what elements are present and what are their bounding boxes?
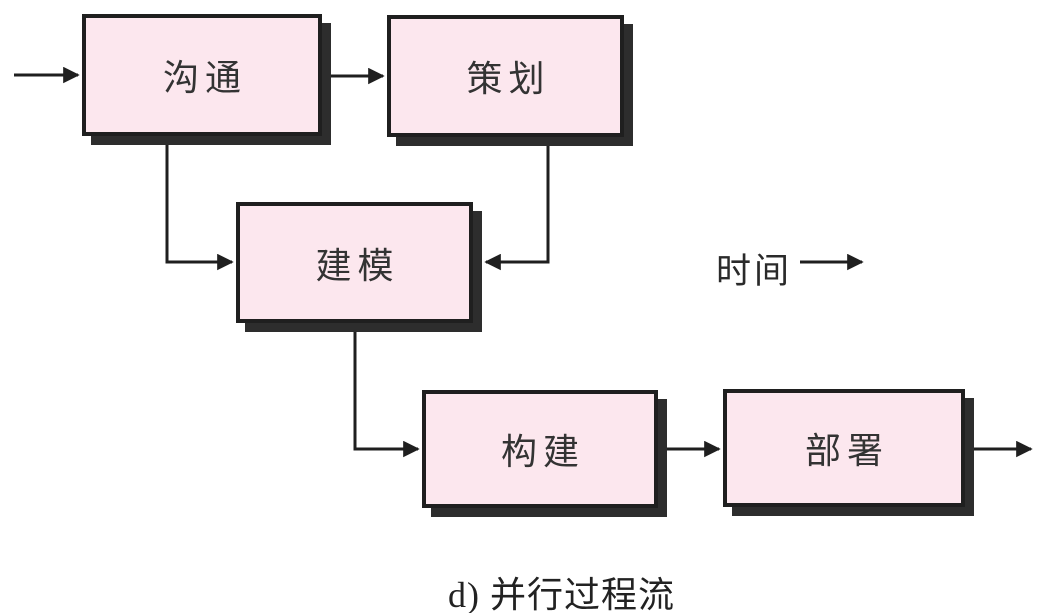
diagram-caption: d) 并行过程流 [448, 575, 675, 613]
flow-box-modeling: 建模 [236, 202, 473, 323]
arrow-planning-to-modeling [484, 141, 550, 271]
flow-box-modeling-label: 建模 [315, 245, 400, 286]
time-axis-label: 时间 [716, 252, 793, 291]
flow-box-communication: 沟通 [82, 14, 322, 136]
flow-box-deployment: 部署 [723, 389, 965, 507]
flow-box-construction: 构建 [422, 390, 658, 508]
arrow-communication-to-modeling [165, 140, 234, 271]
arrow-modeling-to-construction [353, 328, 420, 458]
flow-box-communication-label: 沟通 [162, 58, 247, 98]
flow-box-deployment-label: 部署 [804, 431, 889, 471]
flow-box-planning: 策划 [387, 15, 624, 137]
flow-box-construction-label: 构建 [500, 432, 585, 472]
flow-box-planning-label: 策划 [466, 59, 551, 99]
